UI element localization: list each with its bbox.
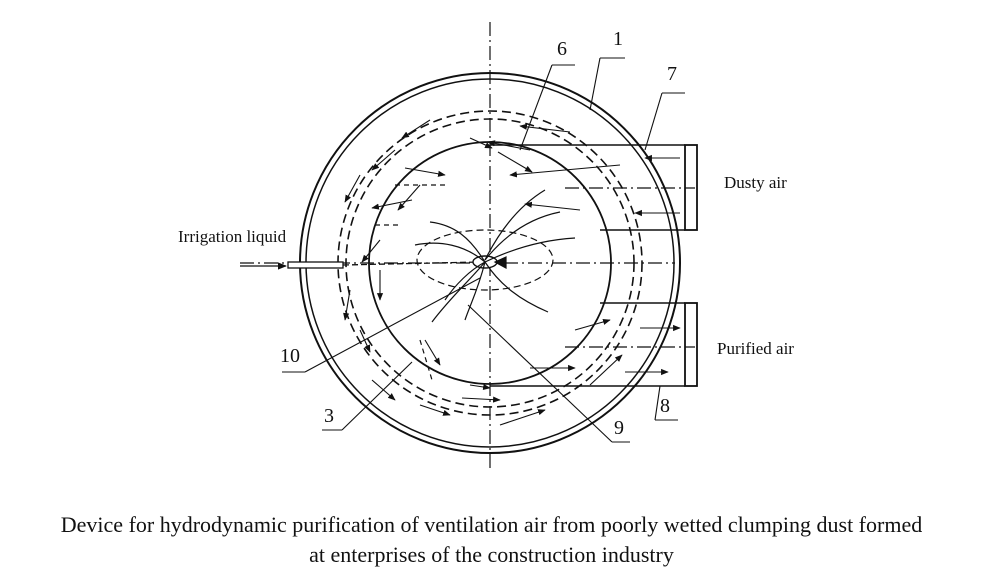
irrigation-pipe — [240, 261, 481, 270]
part-number-10: 10 — [280, 345, 300, 367]
leader-lines — [282, 57, 685, 443]
figure-caption: Device for hydrodynamic purification of … — [0, 510, 983, 570]
caption-line-1: Device for hydrodynamic purification of … — [60, 512, 923, 537]
part-number-8: 8 — [660, 395, 670, 417]
part-number-1: 1 — [613, 28, 623, 50]
dusty-air-label: Dusty air — [724, 173, 787, 192]
inlet-duct — [490, 144, 698, 231]
flow-arrows — [343, 119, 681, 426]
part-number-9: 9 — [614, 417, 624, 439]
outlet-duct — [490, 302, 698, 387]
caption-line-2: at enterprises of the construction indus… — [309, 542, 674, 567]
part-number-3: 3 — [324, 405, 334, 427]
part-number-7: 7 — [667, 63, 677, 85]
swirl-nozzle — [414, 189, 576, 323]
flow-dashes — [375, 184, 445, 381]
purified-air-label: Purified air — [717, 339, 794, 358]
device-diagram: 1 6 7 8 9 10 3 Irrigation liquid Dusty a… — [178, 22, 794, 472]
part-number-6: 6 — [557, 38, 567, 60]
center-lines — [240, 22, 695, 472]
irrigation-liquid-label: Irrigation liquid — [178, 227, 287, 246]
